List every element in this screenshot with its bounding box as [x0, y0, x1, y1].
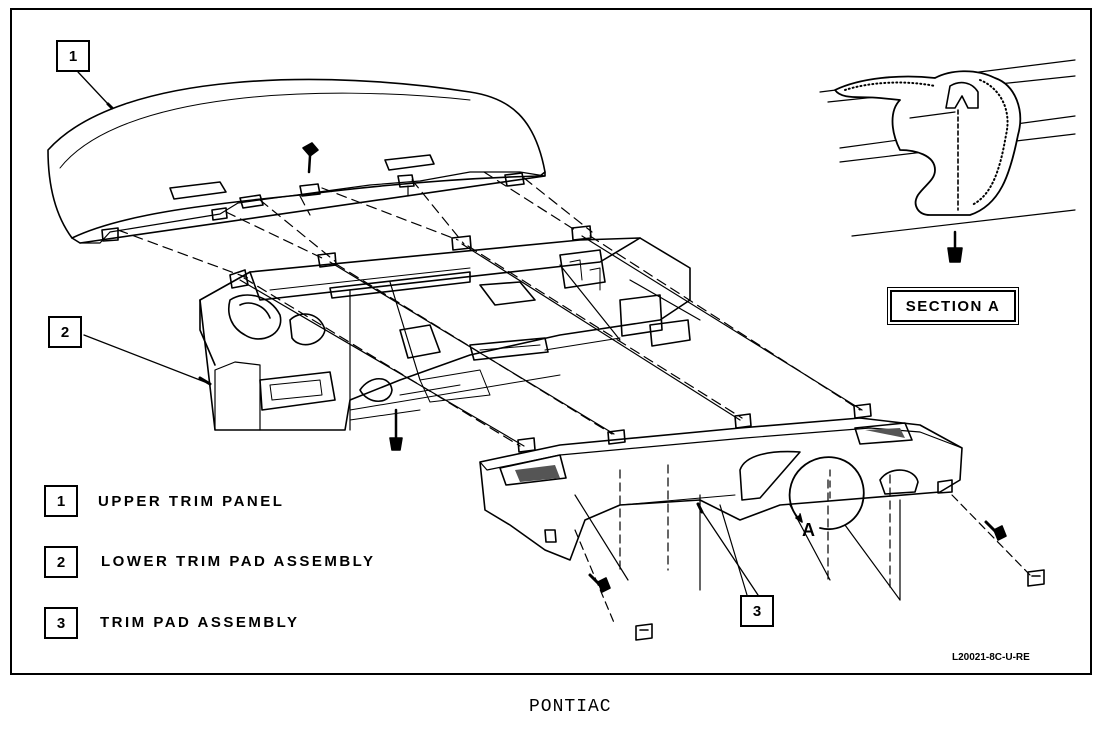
legend-label-3: TRIM PAD ASSEMBLY [100, 614, 300, 631]
lower-dashed-lines [574, 464, 1031, 626]
left-screw-clip [588, 573, 653, 641]
lower-trim-pad-assembly [199, 225, 691, 431]
callout-2: 2 [48, 316, 82, 348]
right-screw-clip [984, 520, 1045, 587]
lower-screw [389, 408, 403, 451]
callout-3: 3 [740, 595, 774, 627]
diagram-frame [10, 8, 1092, 675]
brand-caption: PONTIAC [529, 697, 612, 717]
callout-1: 1 [56, 40, 90, 72]
section-a-inset [819, 59, 1076, 263]
callout-leaders [77, 71, 759, 596]
legend-label-2: LOWER TRIM PAD ASSEMBLY [101, 553, 376, 570]
upper-trim-panel [47, 78, 546, 244]
section-a-label: SECTION A [887, 287, 1019, 325]
legend-label-1: UPPER TRIM PANEL [98, 493, 285, 510]
projection-lines [239, 235, 863, 447]
figure-code: L20021-8C-U-RE [952, 652, 1030, 663]
trim-pad-assembly [479, 403, 963, 561]
legend-number-2: 2 [44, 546, 78, 578]
detail-letter-a: A [802, 520, 815, 540]
legend-number-1: 1 [44, 485, 78, 517]
upper-screw [302, 142, 319, 174]
legend-number-3: 3 [44, 607, 78, 639]
